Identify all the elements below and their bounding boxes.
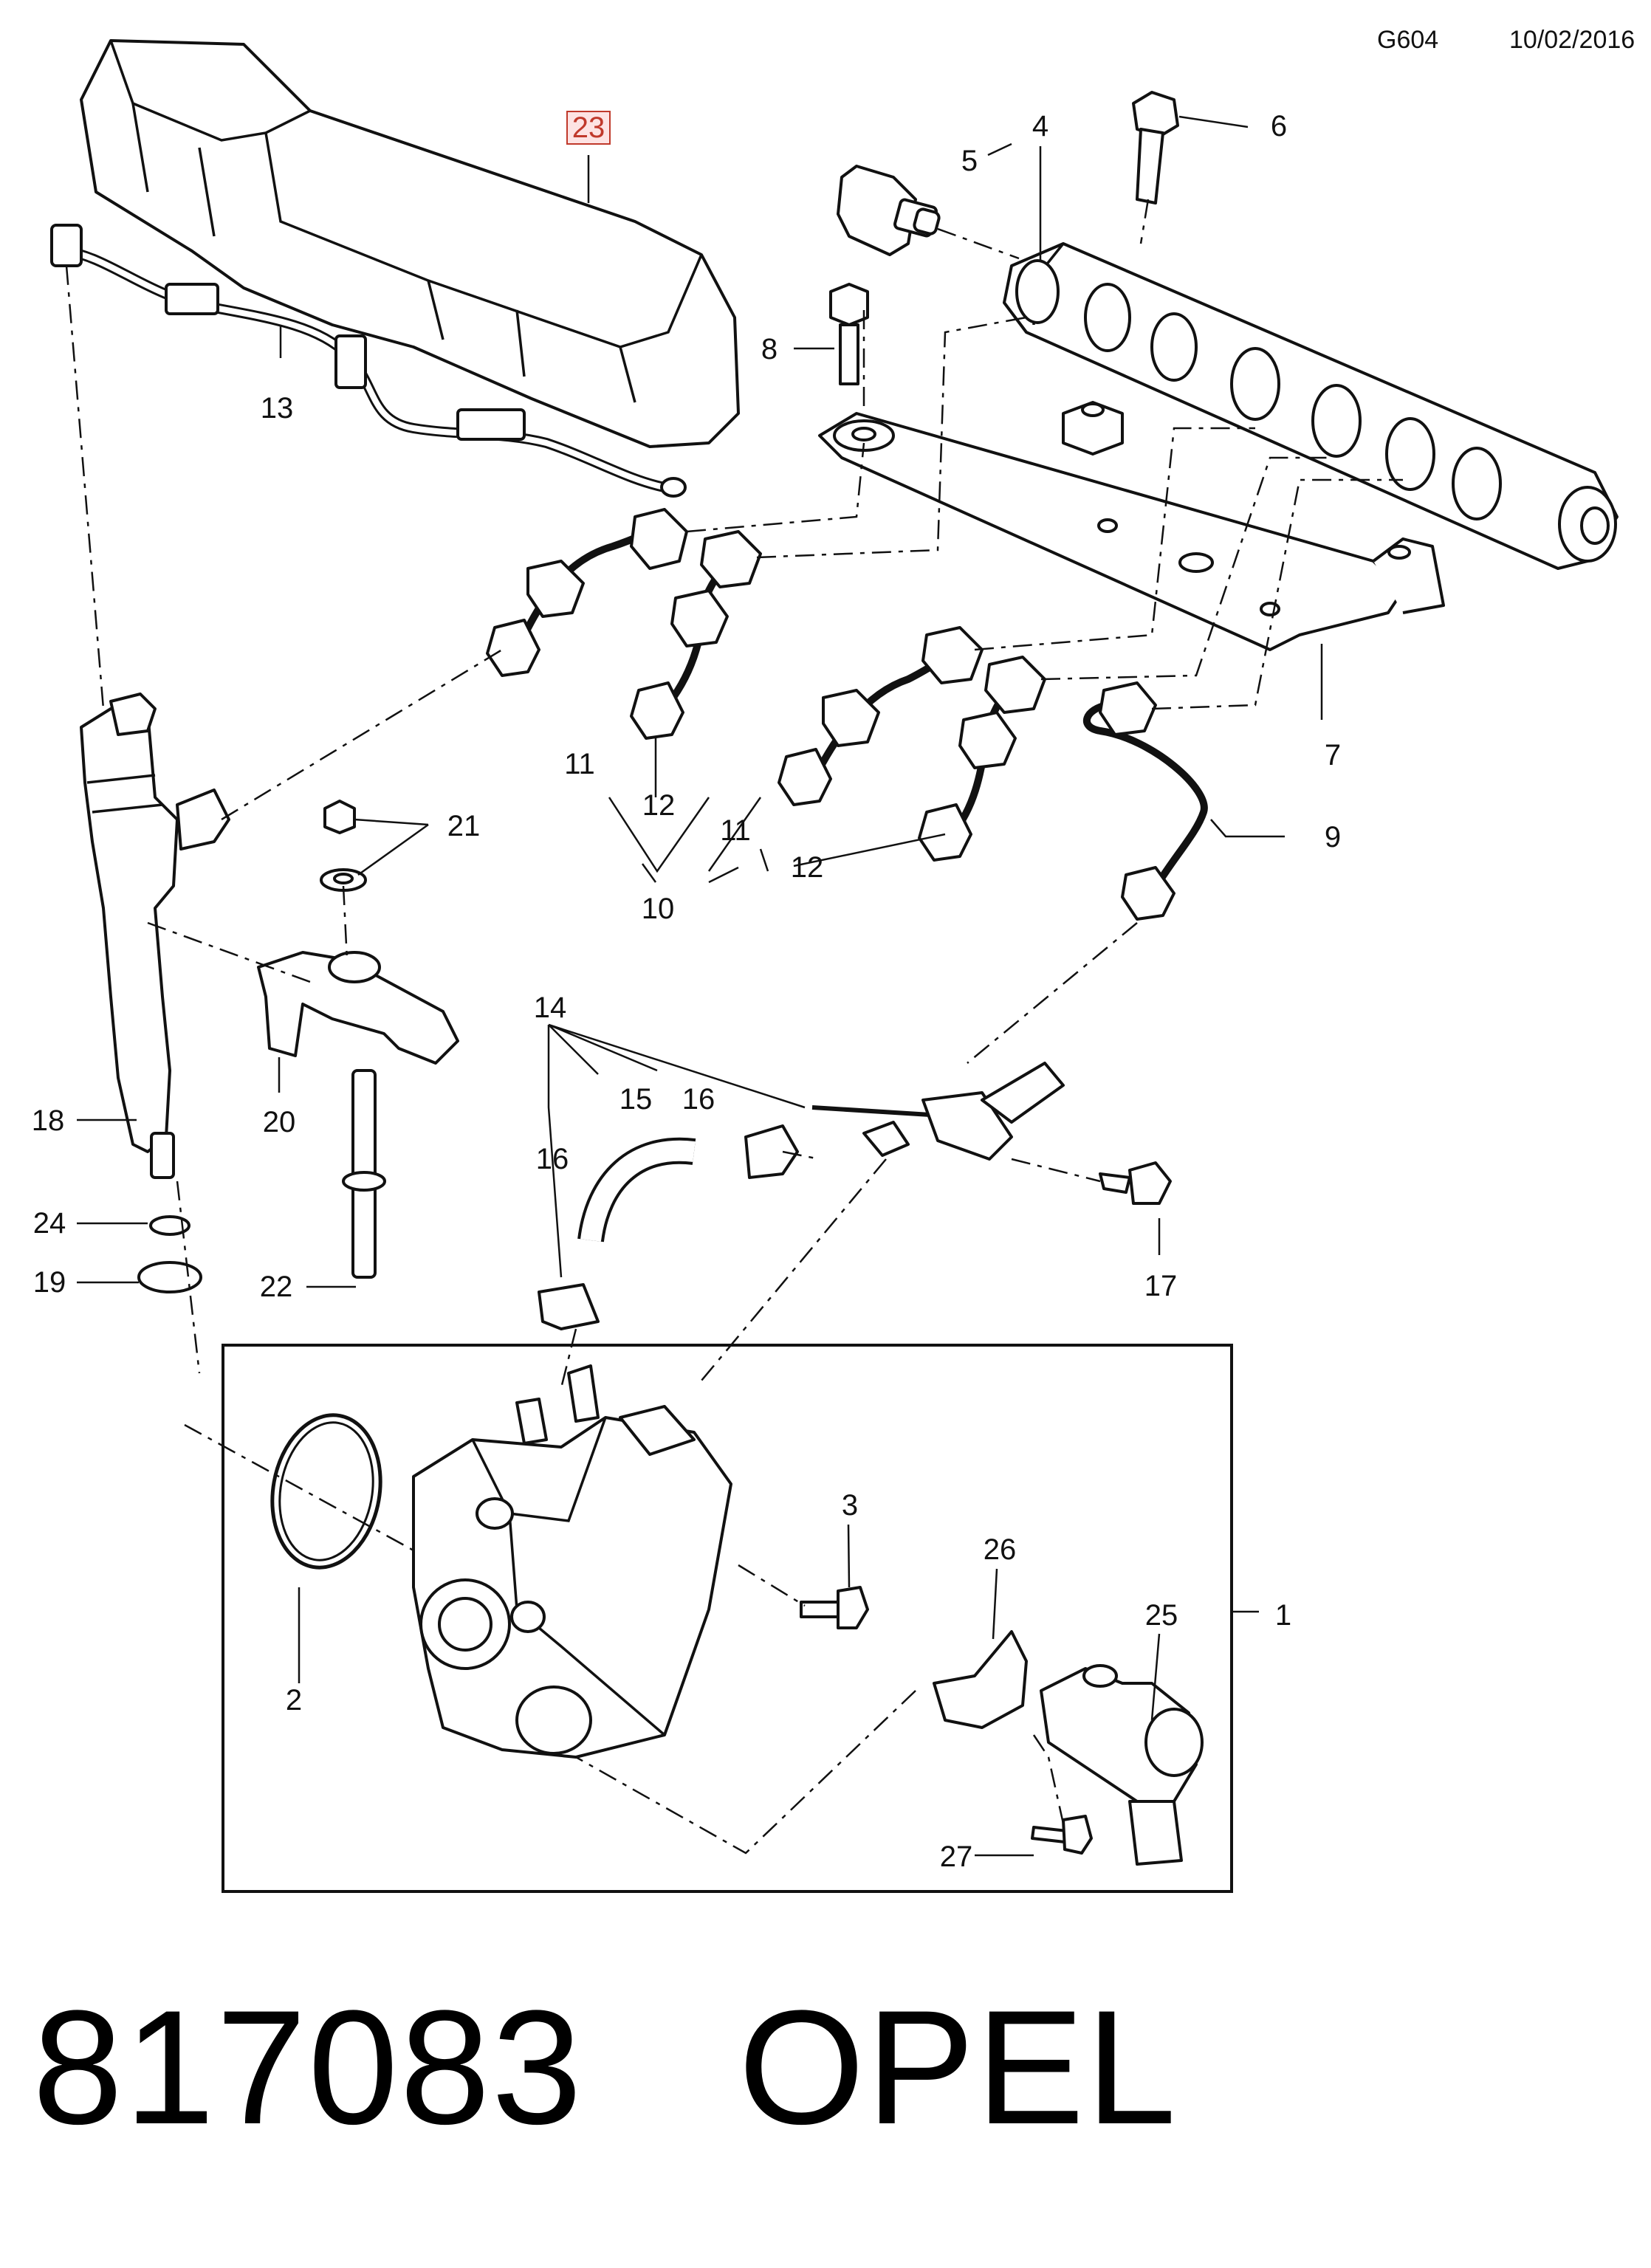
rail-bolt-part-6 (1132, 91, 1179, 205)
callout-18: 18 (31, 1104, 65, 1137)
high-pressure-line-part-9 (1082, 681, 1208, 921)
callout-17: 17 (1144, 1270, 1178, 1302)
injector-clamp-part-20 (257, 951, 459, 1065)
callout-3: 3 (841, 1489, 859, 1522)
callout-24: 24 (32, 1207, 66, 1240)
bracket-bolt-part-8 (829, 283, 869, 385)
valve-screw-part-27 (1031, 1815, 1093, 1855)
clamp-stud-part-22 (342, 1069, 386, 1279)
pressure-control-valve-part-25 (1040, 1664, 1204, 1866)
high-pressure-pump-body (412, 1364, 732, 1759)
callout-11b: 11 (720, 814, 751, 847)
hose-clamp-part-16 (538, 1124, 799, 1330)
callout-6: 6 (1270, 110, 1288, 142)
callout-5: 5 (961, 145, 978, 177)
rail-bracket-part-7 (818, 401, 1445, 651)
fuel-rail-part-4 (1003, 242, 1619, 570)
alignment-lines (65, 199, 1403, 1855)
callout-4: 4 (1032, 110, 1049, 142)
valve-gasket-part-26 (933, 1630, 1028, 1729)
callout-16b: 16 (535, 1143, 569, 1175)
injector-fuel-lines-part-10 (486, 508, 1046, 862)
return-line-part-14 (811, 1062, 1065, 1161)
part-number-caption: 817083 (32, 1976, 584, 2158)
return-hose-part-15 (577, 1137, 696, 1243)
callout-27: 27 (939, 1841, 973, 1873)
callout-20: 20 (262, 1106, 296, 1138)
seal-washer-part-24 (149, 1215, 190, 1236)
pump-bolt-part-3 (800, 1586, 869, 1629)
clamp-nut-washer-part-21 (320, 800, 367, 892)
diagram-code: G604 (1377, 26, 1439, 54)
callout-10: 10 (641, 893, 675, 925)
pump-assembly-frame-part-1 (222, 1344, 1233, 1893)
diagram-date: 10/02/2016 (1509, 26, 1635, 54)
callout-2: 2 (285, 1684, 303, 1717)
callout-9: 9 (1324, 821, 1342, 853)
pressure-sensor-part-5 (837, 165, 941, 256)
callout-11a: 11 (564, 748, 595, 780)
banjo-bolt-part-17 (1099, 1161, 1172, 1205)
callout-19: 19 (32, 1266, 66, 1299)
callout-7: 7 (1324, 739, 1342, 772)
callout-22: 22 (259, 1271, 293, 1303)
callout-16a: 16 (682, 1083, 715, 1116)
callout-21: 21 (447, 810, 481, 842)
callout-14: 14 (533, 992, 567, 1024)
injector-part-18 (80, 693, 230, 1179)
pump-o-ring-inner (278, 1421, 374, 1561)
brand-caption: OPEL (738, 1976, 1178, 2158)
engine-cover-part-23 (80, 39, 740, 448)
wiring-harness-part-13 (50, 224, 687, 498)
callout-8: 8 (761, 333, 778, 365)
callout-26: 26 (983, 1533, 1017, 1566)
callout-15: 15 (619, 1083, 653, 1116)
callout-1: 1 (1274, 1599, 1292, 1632)
callout-12a: 12 (642, 789, 676, 822)
callout-25: 25 (1144, 1599, 1178, 1632)
callout-23: 23 (566, 111, 611, 145)
callout-leader-lines (77, 115, 1323, 1857)
callout-13: 13 (260, 392, 294, 425)
callout-12b: 12 (790, 851, 824, 884)
seal-ring-part-19 (137, 1261, 202, 1293)
